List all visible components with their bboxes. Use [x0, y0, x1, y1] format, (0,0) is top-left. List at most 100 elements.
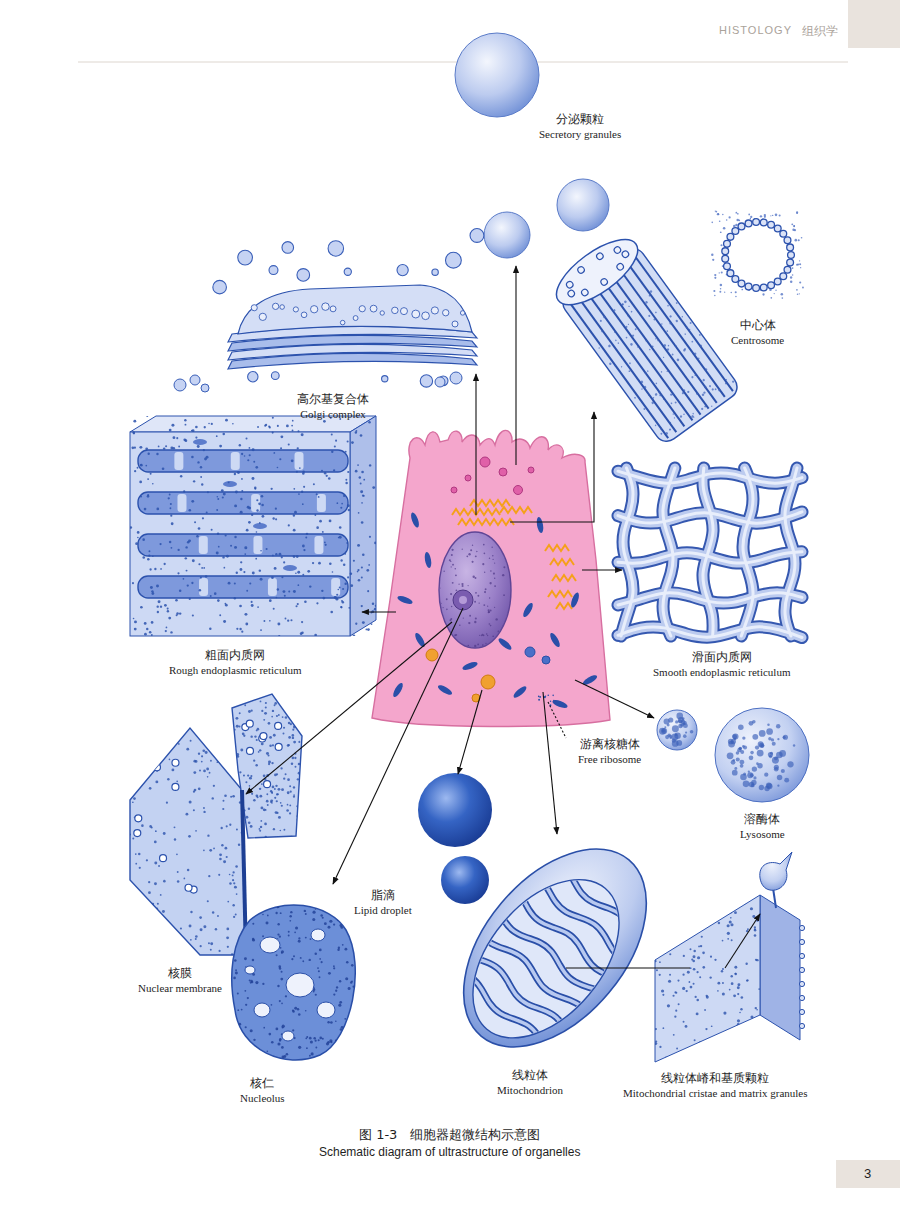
rough-er-block-part-part: [216, 509, 218, 511]
rough-er-block-part-part: [316, 493, 318, 495]
rough-er-block-part-part: [345, 479, 347, 481]
nuclear-membrane-sheet-part-part: [221, 827, 223, 829]
nuclear-membrane-sheet-part-part: [132, 837, 134, 839]
rough-er-block-part-part: [251, 514, 253, 516]
centrosome-ring-part: [753, 219, 760, 226]
cristae-panel-part: [655, 895, 760, 1062]
rough-er-block-part-part: [198, 563, 200, 565]
rough-er-block-part-part: [166, 627, 168, 629]
cristae-panel-part-part: [679, 910, 682, 913]
rough-er-block-part-part: [211, 423, 213, 425]
nuclear-membrane-sheet-part-part: [163, 880, 166, 883]
golgi-stack-part: [280, 305, 285, 310]
rough-er-block-part-part: [273, 452, 275, 454]
nuclear-membrane-sheet-part-part: [256, 730, 258, 732]
rough-er-block-part-part: [208, 423, 210, 425]
nuclear-membrane-sheet-part-part: [231, 817, 233, 819]
nucleolus-blob-part-part: [243, 1064, 245, 1066]
nucleolus-blob-part-part: [342, 944, 344, 946]
nuclear-membrane-sheet-part-part: [165, 934, 167, 936]
nuclear-membrane-sheet-part-part: [222, 800, 224, 802]
nuclear-membrane-sheet-part-part: [231, 705, 234, 708]
rough-er-block-part-part: [367, 590, 369, 592]
cristae-panel-part-part: [727, 902, 730, 905]
cristae-panel-part-part: [729, 920, 732, 923]
nucleolus-blob-part-part: [253, 1039, 255, 1041]
nuclear-membrane-sheet-part-part: [249, 777, 252, 780]
rough-er-block-part-part: [202, 517, 204, 519]
rough-er-block-part-part: [171, 522, 174, 525]
rough-er-block-part-part: [223, 620, 226, 623]
nucleolus-blob-part: [282, 1031, 294, 1041]
cristae-panel-part-part: [682, 919, 684, 921]
rough-er-block-part-part: [210, 595, 212, 597]
cristae-panel-part-part: [718, 922, 720, 924]
centriole-cylinder-part-part: [621, 366, 623, 368]
rough-er-block: [130, 415, 377, 637]
rough-er-block-part-part: [279, 553, 282, 556]
centrosome-ring-part: [721, 272, 723, 274]
rough-er-block-part-part: [176, 612, 179, 615]
nucleolus-blob-part-part: [350, 904, 352, 906]
cristae-panel-part-part: [755, 1007, 757, 1009]
cristae-panel-part: [799, 1023, 804, 1028]
nuclear-membrane-sheet-part-part: [278, 692, 280, 694]
rough-er-block-part-part: [168, 497, 170, 499]
rough-er-block-part-part: [260, 550, 262, 552]
page-decoration: [78, 0, 900, 1188]
nuclear-membrane-sheet-part-part: [218, 874, 220, 876]
centriole-cylinder-part-part: [614, 364, 616, 366]
nuclear-membrane-sheet-part-part: [259, 788, 261, 790]
rough-er-block-part-part: [239, 444, 241, 446]
cristae-panel-part-part: [754, 926, 756, 928]
rough-er-block-part-part: [222, 433, 225, 436]
centrosome-ring-part: [775, 290, 776, 291]
centriole-cylinder-part-part: [643, 385, 647, 389]
rough-er-block-part-part: [201, 567, 203, 569]
centriole-cylinder-part-part: [674, 417, 676, 419]
rough-er-block-part-part: [191, 582, 193, 584]
lysosome-part: [672, 739, 676, 743]
lysosome-part: [776, 724, 780, 728]
nucleolus-blob-part-part: [276, 906, 279, 909]
cristae-panel-part-part: [697, 1046, 699, 1048]
cristae-panel-part-part: [721, 899, 723, 901]
rough-er-block-part-part: [275, 518, 277, 520]
cristae-panel-part-part: [698, 919, 701, 922]
nuclear-membrane-sheet-part-part: [303, 782, 305, 784]
lysosome-part: [752, 766, 757, 771]
nuclear-membrane-sheet-part-part: [261, 783, 263, 785]
nuclear-membrane-sheet-part-part: [297, 819, 299, 821]
nuclear-membrane-sheet-part-part: [227, 946, 229, 948]
centriole-cylinder-part-part: [687, 390, 690, 393]
rough-er-block-part-part: [198, 527, 201, 530]
lysosome-part: [757, 750, 764, 757]
rough-er-block-part-part: [148, 550, 150, 552]
lysosome-part: [748, 771, 750, 773]
rough-er-block-part-part: [312, 562, 314, 564]
nucleolus-blob-part-part: [298, 1046, 301, 1049]
cristae-panel-part: [799, 995, 804, 1000]
cristae-panel-part-part: [685, 1025, 688, 1028]
cristae-panel-part-part: [675, 1010, 677, 1012]
rough-er-block-part-part: [297, 571, 300, 574]
rough-er-block-part-part: [191, 500, 194, 503]
rough-er-block-part-part: [324, 542, 326, 544]
cell-body-part-part: [440, 603, 441, 604]
centrosome-ring-part: [728, 216, 730, 218]
rough-er-block-part-part: [244, 553, 246, 555]
rough-er-block-part-part: [296, 605, 298, 607]
rough-er-block-part-part: [277, 622, 280, 625]
nucleolus-blob-part-part: [280, 912, 282, 914]
rough-er-block-part-part: [303, 486, 305, 488]
lysosome-part: [752, 734, 758, 740]
nuclear-membrane-sheet-part-part: [199, 769, 201, 771]
nuclear-membrane-sheet-part-part: [231, 791, 233, 793]
rough-er-block-part-part: [360, 434, 363, 437]
cristae-panel-part-part: [750, 907, 753, 910]
nuclear-membrane-sheet-part-part: [293, 694, 295, 696]
nuclear-membrane-sheet-part-part: [193, 809, 195, 811]
lysosome-part: [736, 758, 740, 762]
rough-er-block-part-part: [170, 631, 172, 633]
centriole-cylinder-part-part: [669, 428, 672, 431]
